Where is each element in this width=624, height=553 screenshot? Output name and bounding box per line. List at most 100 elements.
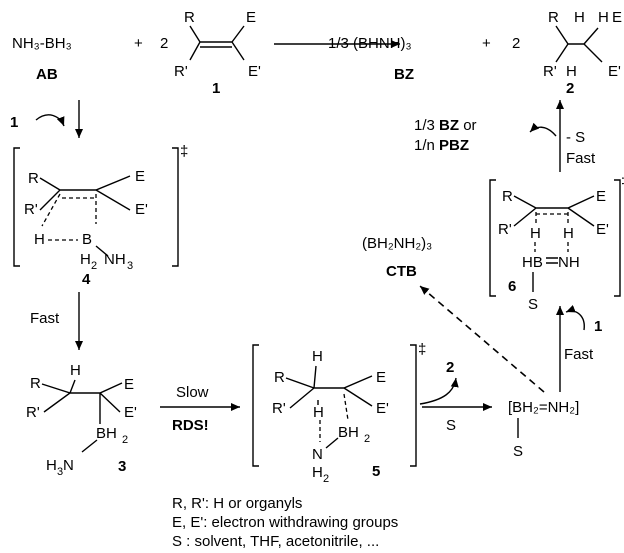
bond-b-n xyxy=(95,245,109,257)
subscript-3: 3 xyxy=(57,466,63,478)
label-r-prime: R' xyxy=(272,400,286,417)
int3-bonds xyxy=(41,379,123,424)
alkene-1: R R' E E' 1 xyxy=(174,9,261,97)
label-nh: NH xyxy=(558,254,580,271)
add-1b-label: 1 xyxy=(594,318,602,335)
bracket-right xyxy=(614,179,621,297)
transition-state-6: ‡ R E R' E' H H HB NH S 6 xyxy=(489,173,624,313)
label-h: H xyxy=(70,362,81,379)
label-e-prime: E' xyxy=(608,63,621,80)
ts4-label: 4 xyxy=(82,271,91,288)
dashed-arrow-to-ctb xyxy=(419,285,545,393)
ts-mark: ‡ xyxy=(418,341,426,358)
label-s: S xyxy=(513,443,523,460)
bond-b-n xyxy=(81,439,98,453)
overall-equation: NH₃-BH₃ AB + 2 R R' E E' 1 1/3 (BHNH)₃ B… xyxy=(12,9,622,97)
label-r-prime: R' xyxy=(498,221,512,238)
subscript-2: 2 xyxy=(122,434,128,446)
coefficient: 2 xyxy=(160,35,168,52)
label-e: E xyxy=(135,168,145,185)
label-r: R xyxy=(28,170,39,187)
label-r: R xyxy=(30,375,41,392)
label-nh: NH xyxy=(104,251,126,268)
label-e: E xyxy=(124,376,134,393)
rds-label: RDS! xyxy=(172,417,209,434)
label-r: R xyxy=(274,369,285,386)
label-r-prime: R' xyxy=(543,63,557,80)
curved-arrow-add-1 xyxy=(35,114,65,127)
aminoborane: [BH₂=NH₂] S xyxy=(508,399,579,460)
ts6-bonds xyxy=(513,195,595,227)
ab-label: AB xyxy=(36,66,58,83)
ts5-bonds xyxy=(285,365,373,409)
label-e: E xyxy=(376,369,386,386)
int3-label: 3 xyxy=(118,458,126,475)
bracket-left xyxy=(489,179,496,297)
transition-state-5: ‡ H R E R' E' H BH 2 N H 2 5 xyxy=(252,341,426,485)
minus-s-label: - S xyxy=(566,129,585,146)
slow-label: Slow xyxy=(176,384,209,401)
label-h: H xyxy=(34,231,45,248)
label-h: H xyxy=(574,9,585,26)
legend-line-3: S : solvent, THF, acetonitrile, ... xyxy=(172,533,379,550)
ts6-h-bonds xyxy=(534,242,569,252)
label-h: H xyxy=(312,348,323,365)
label-e-prime: E' xyxy=(596,221,609,238)
curved-arrow-release-2 xyxy=(419,377,459,405)
ts4-bonds xyxy=(39,175,131,211)
ts-mark: ‡ xyxy=(180,143,188,160)
label-e-prime: E' xyxy=(135,201,148,218)
label-r: R xyxy=(184,9,195,26)
ts-mark: ‡ xyxy=(621,173,624,190)
regen-line-1: 1/3 BZ or xyxy=(414,117,477,134)
label-bh: BH xyxy=(96,425,117,442)
label-bh: BH xyxy=(338,424,359,441)
ts6-partial-bonds xyxy=(535,212,569,224)
alkane-bonds xyxy=(555,25,603,63)
bracket-left xyxy=(13,147,20,267)
bz-label: BZ xyxy=(394,66,414,83)
fast-label: Fast xyxy=(30,310,60,327)
bond-b-n xyxy=(325,437,339,449)
label-h: H xyxy=(80,251,91,268)
label-e-prime: E' xyxy=(124,404,137,421)
label-b: B xyxy=(82,231,92,248)
add-1-label: 1 xyxy=(10,114,18,131)
label-h: H xyxy=(530,225,541,242)
ts5-label: 5 xyxy=(372,463,380,480)
aminoborane-formula: [BH₂=NH₂] xyxy=(508,399,579,416)
curved-arrow-bz xyxy=(529,122,557,137)
legend: R, R': H or organyls E, E': electron wit… xyxy=(172,495,398,550)
label-r-prime: R' xyxy=(26,404,40,421)
solvent-label: S xyxy=(446,417,456,434)
label-h: H xyxy=(313,404,324,421)
bracket-left xyxy=(252,344,259,467)
fast-label-3: Fast xyxy=(566,150,596,167)
label-h: H xyxy=(312,464,323,481)
bracket-right xyxy=(410,344,417,467)
label-r: R xyxy=(548,9,559,26)
label-e-prime: E' xyxy=(248,63,261,80)
product-2-label: 2 xyxy=(446,359,454,376)
label-e-prime: E' xyxy=(376,400,389,417)
legend-line-2: E, E': electron withdrawing groups xyxy=(172,514,398,531)
label-h: H xyxy=(598,9,609,26)
double-bond-b-n xyxy=(546,257,558,264)
label-h: H xyxy=(563,225,574,242)
transition-state-4: ‡ R R' E E' H B H 2 NH 3 4 xyxy=(13,143,188,288)
label-hb: HB xyxy=(522,254,543,271)
regen-line-2: 1/n PBZ xyxy=(414,137,469,154)
subscript-2: 2 xyxy=(91,260,97,272)
ctb-formula: (BH₂NH₂)₃ xyxy=(362,235,432,252)
ctb-label: CTB xyxy=(386,263,417,280)
label-r: R xyxy=(502,188,513,205)
ts6-label: 6 xyxy=(508,278,516,295)
intermediate-3: R H E R' E' BH 2 H 3 N 3 xyxy=(26,362,137,478)
alkene-bonds xyxy=(189,25,245,61)
ts4-partial-bonds xyxy=(41,193,97,227)
label-e: E xyxy=(612,9,622,26)
bz-formula: 1/3 (BHNH)₃ xyxy=(328,35,412,52)
subscript-2: 2 xyxy=(364,433,370,445)
fast-label-2: Fast xyxy=(564,346,594,363)
